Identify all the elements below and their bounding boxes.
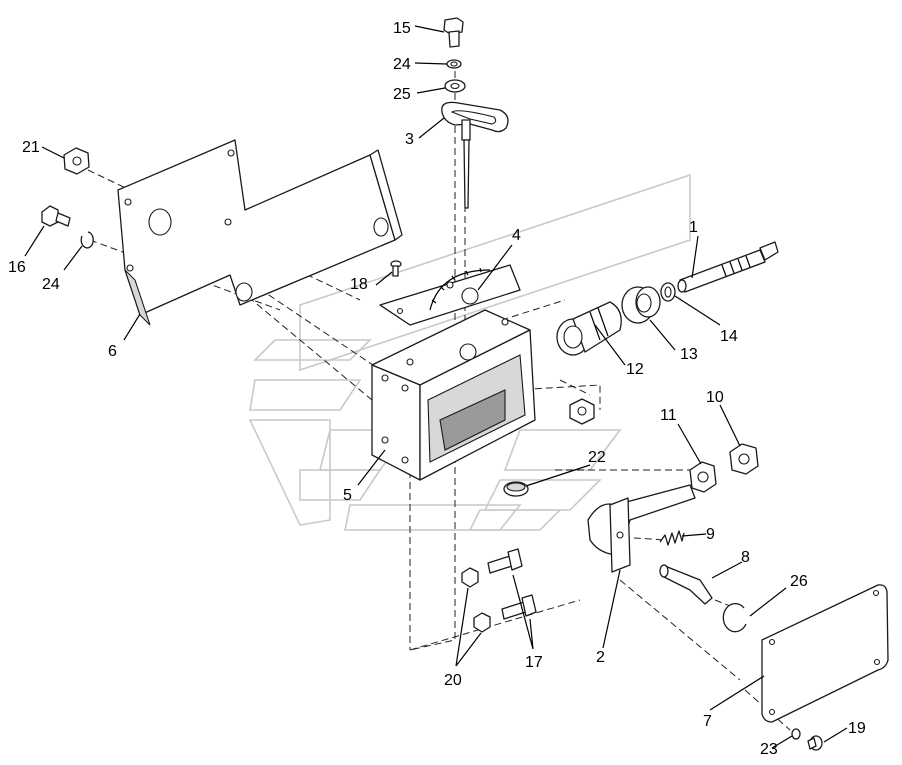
callout-26: 26 (790, 573, 808, 590)
callout-13: 13 (680, 346, 698, 363)
callout-24-left: 24 (42, 276, 60, 293)
flat-washer-part-25 (444, 79, 466, 93)
callout-10: 10 (706, 389, 724, 406)
callout-17: 17 (525, 654, 543, 671)
nut-part-21 (63, 147, 90, 175)
callout-22: 22 (588, 449, 606, 466)
lock-washer-part-24-top (446, 59, 462, 69)
callout-3: 3 (405, 131, 414, 148)
screw-part-19 (807, 735, 823, 751)
hex-nut-part (569, 398, 595, 425)
callout-7: 7 (703, 713, 712, 730)
callout-4: 4 (512, 227, 521, 244)
mounting-bracket-part (117, 139, 403, 326)
callout-24-top: 24 (393, 56, 411, 73)
cover-plate-part-7 (761, 584, 889, 723)
callout-1: 1 (689, 219, 698, 236)
bolt-part-15 (443, 17, 464, 48)
callout-8: 8 (741, 549, 750, 566)
callout-15: 15 (393, 20, 411, 37)
lever-part-3 (441, 101, 509, 209)
circlip-part-26 (722, 603, 747, 633)
screw-part-18 (390, 260, 402, 277)
nuts-part-20 (461, 567, 491, 633)
bolts-part-17 (487, 548, 537, 620)
pin-part-8 (659, 564, 713, 605)
callout-23: 23 (760, 741, 778, 758)
lock-washer-part-23 (791, 728, 801, 740)
bolt-part-16 (41, 205, 71, 227)
watermark-logo (248, 173, 691, 531)
callout-20: 20 (444, 672, 462, 689)
callout-16: 16 (8, 259, 26, 276)
callout-2: 2 (596, 649, 605, 666)
nut-part-11 (689, 461, 717, 493)
pivot-arm-part-2 (587, 484, 696, 573)
lock-washer-part-24-left (80, 231, 94, 249)
callout-14: 14 (720, 328, 738, 345)
nut-part-10 (729, 443, 759, 475)
callout-18: 18 (350, 276, 368, 293)
ring-nut-part-13 (621, 286, 661, 324)
callout-12: 12 (626, 361, 644, 378)
callout-5: 5 (343, 487, 352, 504)
callout-21: 21 (22, 139, 40, 156)
callout-labels: 1 2 3 4 5 6 7 8 9 10 11 12 13 14 15 16 1… (8, 20, 866, 758)
o-ring-part-14 (660, 282, 676, 302)
callout-11: 11 (660, 407, 677, 424)
housing-block-part-5 (371, 309, 536, 481)
callout-25: 25 (393, 86, 411, 103)
shaft-part-1 (677, 241, 779, 293)
spring-part-9 (659, 530, 685, 546)
callout-19: 19 (848, 720, 866, 737)
callout-9: 9 (706, 526, 715, 543)
callout-6: 6 (108, 343, 117, 360)
bushing-part-22 (503, 481, 529, 497)
leader-lines (24, 25, 848, 749)
